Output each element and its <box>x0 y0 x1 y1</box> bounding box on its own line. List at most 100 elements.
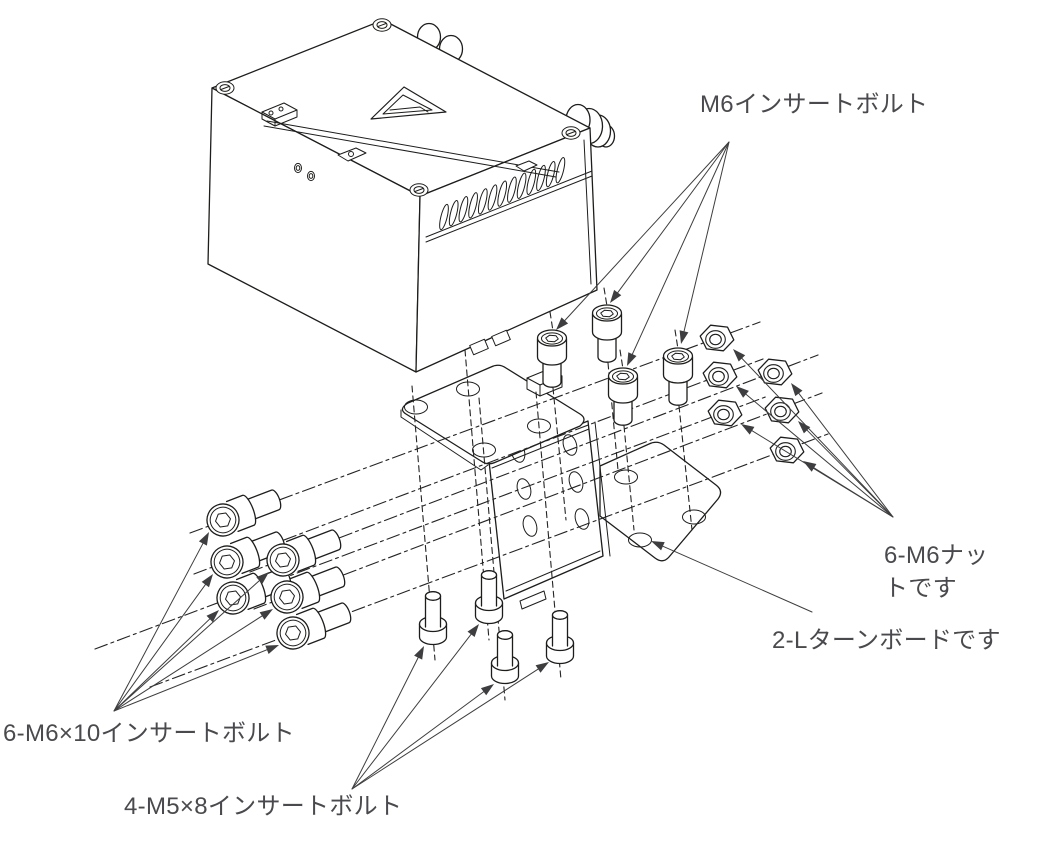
vent-slot <box>516 172 527 199</box>
leader-line <box>351 628 476 790</box>
brand-logo-icon <box>382 94 433 115</box>
arrowhead-icon <box>791 383 803 397</box>
centerline-vertical <box>603 287 608 307</box>
arrowhead-icon <box>803 461 817 472</box>
arrowhead-icon <box>535 662 549 673</box>
m5x8-insert-bolt <box>490 630 520 685</box>
m6-hex-nut <box>699 324 735 352</box>
flange-hole <box>682 509 706 525</box>
leader-line <box>656 542 813 613</box>
leader-line <box>113 536 207 712</box>
face-slot-hole <box>522 515 538 537</box>
leader-line <box>113 578 210 712</box>
nut-bore <box>709 333 722 346</box>
callout-label-m5x8-insert-bolt: 4-M5×8インサートボルト <box>124 793 403 820</box>
callout-label-m6-nut: 6-M6ナットです <box>884 542 989 602</box>
callout-label-l-turn-board: 2-Lターンボードです <box>772 627 1001 654</box>
centerline-vertical <box>623 425 635 531</box>
arrowhead-icon <box>733 349 746 362</box>
vent-slot <box>448 199 459 227</box>
leader-line <box>351 687 490 790</box>
leader-line <box>740 389 894 518</box>
brand-logo-icon <box>370 86 447 120</box>
box-right-face <box>415 127 598 373</box>
arrowhead-icon <box>651 541 665 551</box>
m6-hex-nut <box>764 396 800 424</box>
centerline-vertical <box>607 362 619 471</box>
leader-line <box>559 141 730 327</box>
arrowhead-icon <box>627 352 637 366</box>
vent-slot <box>536 164 546 192</box>
centerline-horizontal <box>253 392 823 610</box>
m6x10-bolts <box>206 489 352 650</box>
leader-line <box>113 613 216 712</box>
m6x10-socket-bolt <box>206 489 282 537</box>
vent-slot <box>458 196 469 223</box>
centerline-horizontal <box>193 358 764 575</box>
centerline-vertical <box>674 329 679 350</box>
m6-insert-bolt <box>607 367 639 426</box>
leader-line <box>351 650 422 790</box>
device-box <box>207 18 616 373</box>
leader-line <box>794 387 894 518</box>
centerline-vertical <box>411 385 436 661</box>
hex-socket <box>219 554 235 570</box>
l-turn-board-bracket <box>400 364 722 610</box>
arrowhead-icon <box>265 645 279 654</box>
arrowhead-icon <box>741 424 755 435</box>
arrowhead-icon <box>679 330 689 344</box>
arrowhead-icon <box>201 574 213 588</box>
hex-socket <box>671 352 685 361</box>
centerline-vertical <box>678 405 693 531</box>
m6-hex-nut <box>757 358 793 386</box>
leader-line <box>629 141 730 361</box>
vent-slot <box>526 168 537 196</box>
vent-slot <box>477 188 488 215</box>
callout-label-m6x10-insert-bolt: 6-M6×10インサートボルト <box>3 720 295 747</box>
vent-slot <box>545 160 556 188</box>
leader-line <box>807 463 894 518</box>
m5x8-insert-bolt <box>418 591 448 646</box>
arrowhead-icon <box>798 421 811 434</box>
m6x10-socket-bolt <box>276 602 352 650</box>
m6x10-socket-bolt <box>266 529 342 577</box>
arrowhead-icon <box>198 532 209 546</box>
leader-line <box>113 646 274 712</box>
vent-slot <box>555 157 566 184</box>
m5x8-insert-bolt <box>474 570 504 625</box>
leader-line <box>113 575 265 712</box>
centerline-vertical <box>552 387 567 521</box>
nut-bore <box>779 445 792 458</box>
arrowhead-icon <box>480 684 494 696</box>
hex-socket <box>545 334 559 343</box>
leader-line <box>681 141 730 339</box>
hex-socket <box>285 625 301 641</box>
leader-line <box>613 141 730 299</box>
m5x8-insert-bolt <box>545 610 575 665</box>
leader-line <box>736 352 894 518</box>
plate-hole <box>404 399 428 415</box>
hex-socket <box>275 552 291 568</box>
vent-slot <box>439 203 449 231</box>
face-slot-hole <box>568 471 584 493</box>
m6-hex-nut <box>702 361 738 389</box>
arrowhead-icon <box>556 317 569 330</box>
m6x10-socket-bolt <box>210 531 286 579</box>
vent-slot <box>468 192 478 219</box>
vent-slot <box>487 184 498 211</box>
centerline-vertical <box>619 349 624 370</box>
nut-bore <box>712 370 725 383</box>
hex-socket <box>215 512 231 528</box>
hex-socket <box>279 589 295 605</box>
centerline-horizontal <box>94 395 769 650</box>
centerline-horizontal <box>249 354 819 573</box>
arrowhead-icon <box>256 572 269 584</box>
hex-socket <box>600 309 614 318</box>
arrowhead-icon <box>414 646 424 660</box>
m6-insert-bolt <box>591 304 623 363</box>
face-slot-hole <box>574 508 590 530</box>
leader-line <box>801 424 894 518</box>
m6-hex-nut <box>707 399 743 427</box>
